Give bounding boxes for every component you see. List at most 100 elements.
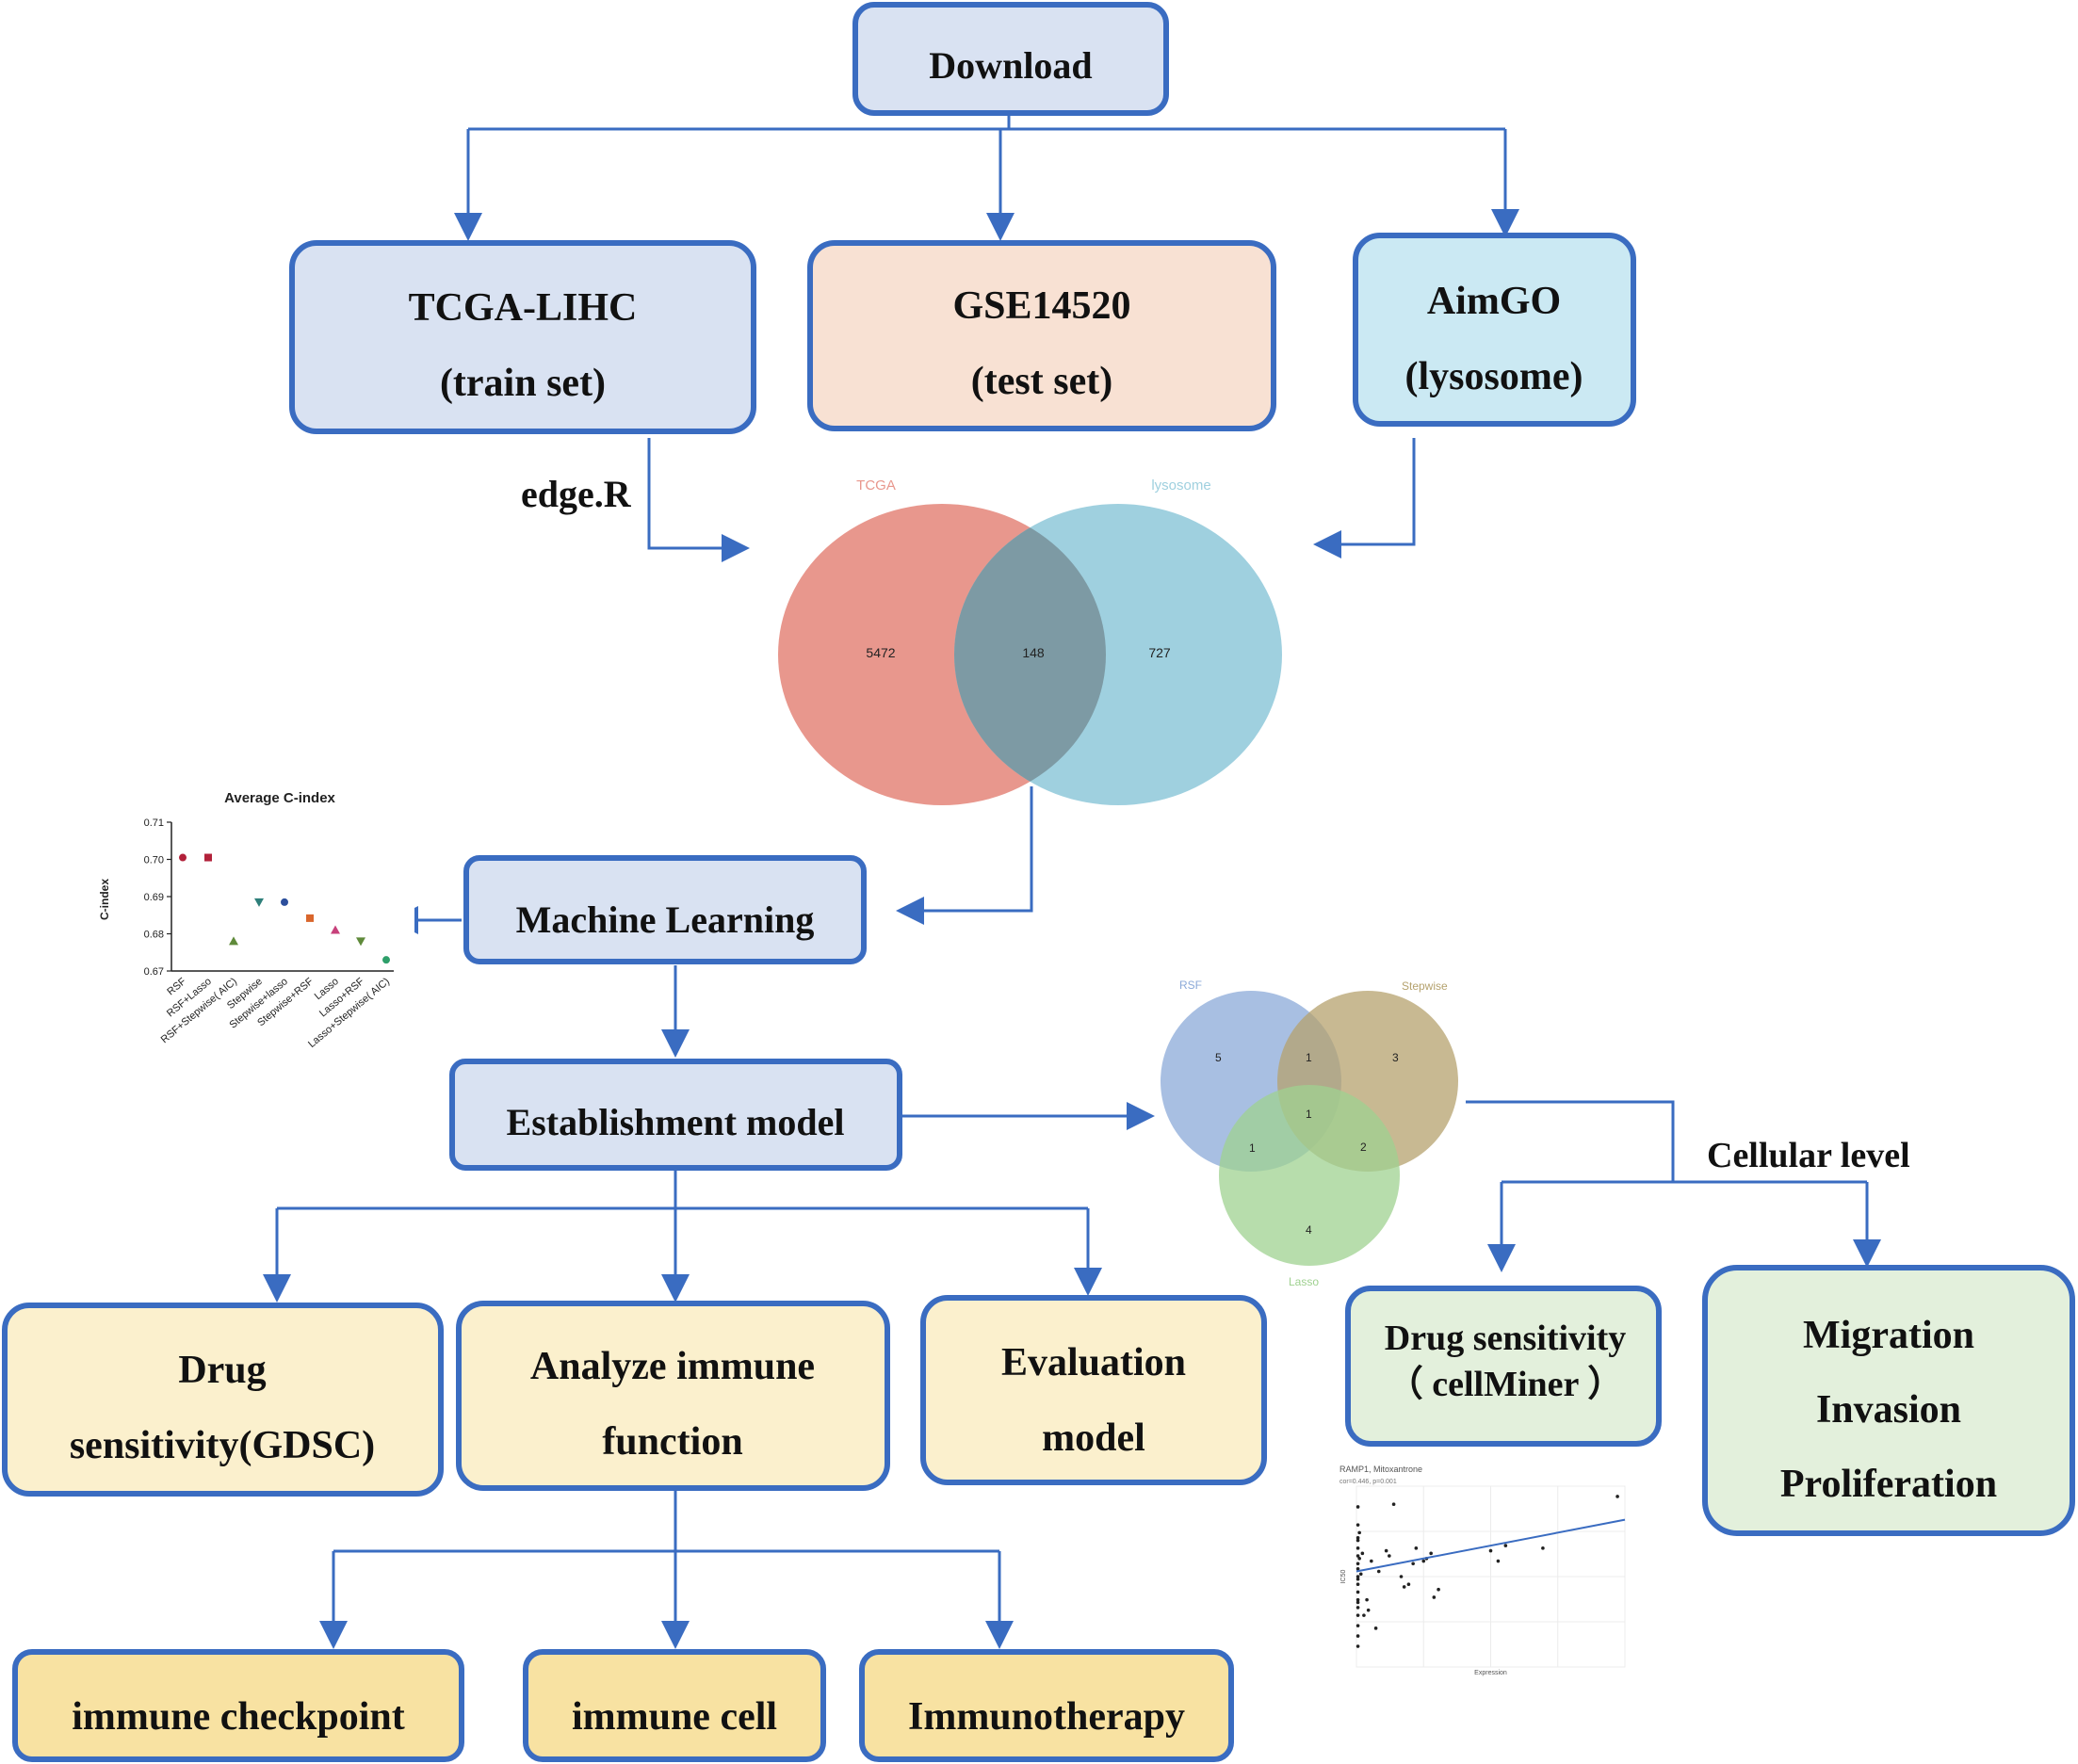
cor-point-12	[1356, 1613, 1360, 1617]
cor-point-9	[1356, 1590, 1360, 1594]
cor-point-8	[1356, 1582, 1360, 1587]
cindex-chart: Average C-indexC-index0.710.700.690.680.…	[85, 774, 414, 1071]
cellular-level-label: Cellular level	[1707, 1136, 1910, 1175]
cindex-point-6	[331, 925, 340, 934]
venn3-c-only: 4	[1306, 1223, 1312, 1237]
gse-box[interactable]: GSE14520 (test set)	[807, 240, 1276, 431]
cor-point-25	[1376, 1569, 1381, 1574]
evaluation-box[interactable]: Evaluation model	[920, 1295, 1267, 1485]
venn-main: TCGA lysosome 5472 148 727	[778, 477, 1282, 805]
cor-fit-line	[1356, 1518, 1626, 1573]
cor-point-37	[1541, 1546, 1545, 1550]
machine-learning-box[interactable]: Machine Learning	[463, 855, 867, 964]
cindex-ytick-label-3: 0.68	[144, 930, 164, 941]
gse-line1: GSE14520	[952, 284, 1130, 328]
drug-cellminer-line1: Drug sensitivity	[1385, 1319, 1627, 1358]
cor-point-10	[1356, 1597, 1360, 1602]
cor-point-26	[1384, 1548, 1388, 1553]
immune-cell-box[interactable]: immune cell	[523, 1649, 826, 1762]
cor-point-45	[1411, 1562, 1415, 1566]
cor-point-16	[1356, 1538, 1360, 1543]
migration-line2: Invasion	[1816, 1388, 1961, 1432]
cor-point-5	[1356, 1562, 1360, 1566]
venn3-ac: 1	[1249, 1141, 1256, 1155]
venn-lasso-circle	[1219, 1085, 1400, 1266]
venn3-rsf-label: RSF	[1179, 979, 1202, 992]
aimgo-line2: (lysosome)	[1405, 355, 1583, 398]
drug-gdsc-box[interactable]: Drug sensitivity(GDSC)	[2, 1303, 444, 1497]
immune-function-box[interactable]: Analyze immune function	[456, 1301, 890, 1491]
cor-point-11	[1356, 1606, 1360, 1610]
cindex-point-3	[254, 898, 264, 907]
checkpoint-box[interactable]: immune checkpoint	[12, 1649, 464, 1762]
cindex-ytick-label-1: 0.70	[144, 855, 164, 866]
cor-point-38	[1615, 1495, 1619, 1498]
download-box[interactable]: Download	[852, 2, 1169, 116]
arrow-tcga-to-venn	[647, 438, 750, 562]
cor-point-22	[1362, 1613, 1366, 1617]
migration-line1: Migration	[1803, 1314, 1974, 1357]
cindex-ylabel: C-index	[98, 879, 111, 920]
aimgo-box[interactable]: AimGO (lysosome)	[1353, 233, 1636, 427]
immune-function-line2: function	[602, 1420, 742, 1464]
cor-point-14	[1356, 1634, 1360, 1638]
cindex-background	[85, 774, 414, 1071]
cor-point-29	[1406, 1582, 1411, 1587]
edger-label: edge.R	[521, 473, 632, 515]
cindex-ytick-label-0: 0.71	[144, 817, 164, 829]
immunotherapy-box[interactable]: Immunotherapy	[859, 1649, 1234, 1762]
cor-point-18	[1356, 1600, 1360, 1605]
arrow-venn-to-ml	[896, 786, 1033, 925]
download-label: Download	[929, 44, 1092, 87]
cor-point-4	[1356, 1554, 1360, 1558]
immunotherapy-label: Immunotherapy	[908, 1695, 1185, 1739]
cindex-point-1	[204, 853, 212, 862]
cindex-point-8	[382, 956, 390, 964]
cor-point-19	[1357, 1557, 1361, 1561]
cor-point-28	[1399, 1575, 1404, 1578]
cor-point-39	[1357, 1530, 1361, 1535]
migration-box[interactable]: Migration Invasion Proliferation	[1702, 1265, 2075, 1536]
cindex-point-4	[281, 898, 288, 906]
immune-function-line1: Analyze immune	[530, 1345, 815, 1388]
venn3-a-only: 5	[1215, 1051, 1222, 1064]
cor-point-31	[1421, 1559, 1426, 1563]
cor-point-30	[1414, 1546, 1419, 1550]
venn-both: 148	[1022, 645, 1045, 660]
cor-point-32	[1429, 1551, 1433, 1556]
evaluation-line1: Evaluation	[1001, 1341, 1186, 1384]
cor-point-41	[1388, 1554, 1391, 1558]
cor-title: RAMP1, Mitoxantrone	[1339, 1465, 1422, 1474]
cor-point-46	[1432, 1595, 1437, 1599]
venn3-ab: 1	[1306, 1051, 1312, 1064]
venn3-bc: 2	[1360, 1141, 1367, 1154]
cindex-ytick-label-4: 0.67	[144, 966, 164, 978]
connectors	[263, 115, 1881, 1649]
venn3-stepwise-label: Stepwise	[1402, 979, 1448, 993]
gse-line2: (test set)	[971, 360, 1112, 403]
cor-point-40	[1366, 1608, 1371, 1612]
arrow-aimgo-to-venn	[1313, 438, 1416, 558]
cindex-point-2	[229, 936, 238, 946]
arrow-venn3-right	[1466, 1100, 1675, 1182]
cor-point-42	[1402, 1585, 1406, 1589]
cor-point-24	[1370, 1559, 1373, 1563]
venn3-lasso-label: Lasso	[1289, 1275, 1319, 1288]
cor-point-7	[1356, 1575, 1360, 1578]
cor-point-23	[1365, 1597, 1369, 1602]
tcga-box[interactable]: TCGA-LIHC (train set)	[289, 240, 756, 434]
drug-cellminer-box[interactable]: Drug sensitivity （ cellMiner ）	[1345, 1286, 1662, 1447]
venn-three: RSF Stepwise Lasso 5 1 3 1 1 2 4	[1161, 979, 1458, 1288]
establishment-box[interactable]: Establishment model	[449, 1059, 902, 1171]
cor-point-34	[1488, 1548, 1493, 1553]
drug-gdsc-line1: Drug	[178, 1349, 266, 1392]
cor-ylabel: IC50	[1340, 1570, 1347, 1584]
cor-background	[1336, 1458, 1630, 1676]
cindex-point-0	[179, 853, 187, 862]
drug-cellminer-line2: （ cellMiner ）	[1388, 1365, 1623, 1404]
venn3-abc: 1	[1306, 1108, 1312, 1121]
cor-point-35	[1496, 1559, 1501, 1563]
